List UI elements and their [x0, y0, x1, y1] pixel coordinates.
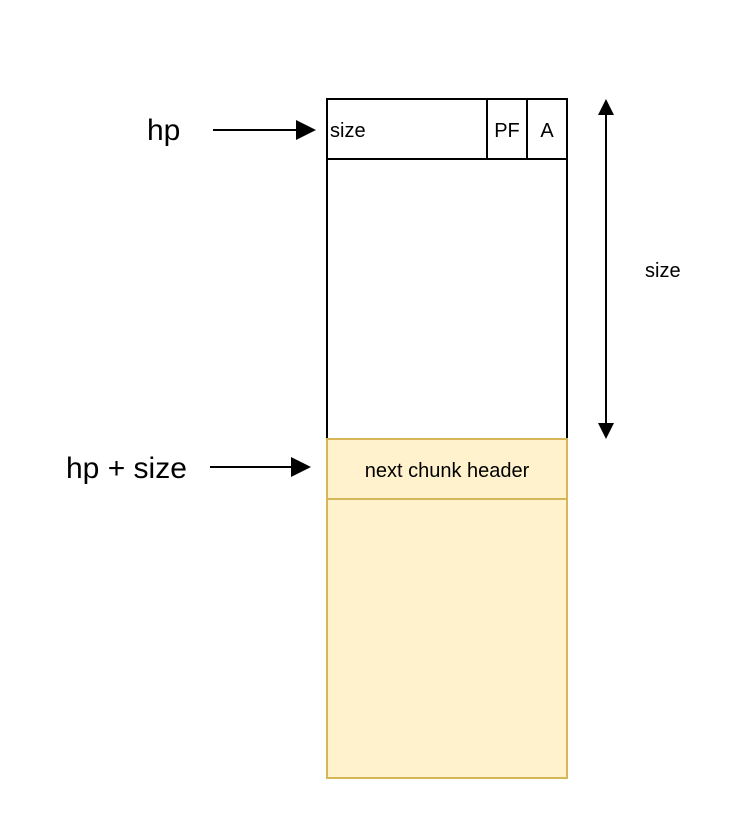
next-chunk-header — [326, 438, 568, 500]
a-field-label: A — [540, 120, 554, 142]
size-dimension-label: size — [645, 260, 681, 282]
size-dimension-top-arrowhead — [598, 99, 614, 115]
pf-field-label: PF — [494, 120, 520, 142]
hp-pointer: hp — [147, 114, 316, 147]
current-chunk: size PF A — [326, 98, 568, 440]
next-chunk-header-label: next chunk header — [365, 460, 530, 482]
size-field-label: size — [330, 120, 366, 142]
hp-plus-size-pointer: hp + size — [66, 452, 311, 485]
hp-plus-size-label: hp + size — [66, 452, 187, 485]
hp-label: hp — [147, 114, 180, 147]
size-dimension-bottom-arrowhead — [598, 423, 614, 439]
size-dimension: size — [598, 99, 681, 439]
next-chunk: next chunk header — [326, 438, 568, 779]
